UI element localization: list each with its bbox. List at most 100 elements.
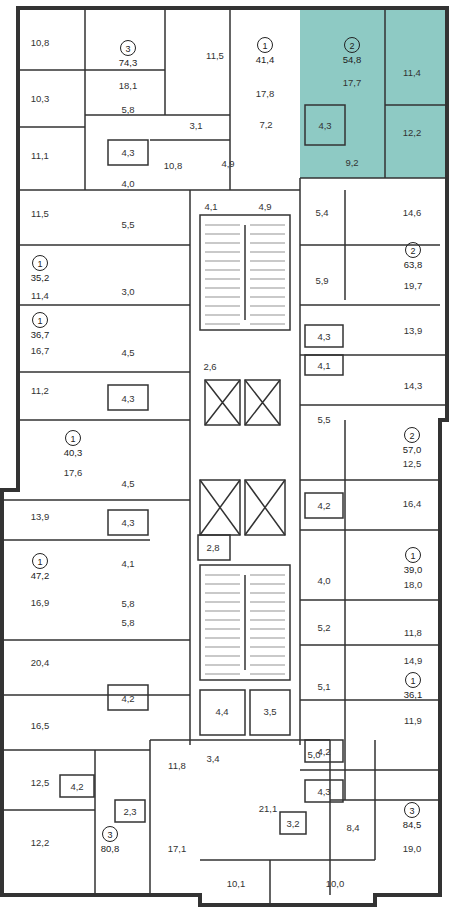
room-count: 1 <box>32 553 48 569</box>
apartment-marker: 140,3 <box>51 430 95 458</box>
room-count: 1 <box>32 312 48 328</box>
room-area: 5,2 <box>317 622 330 633</box>
room-area: 5,8 <box>121 598 134 609</box>
apartment-marker: 374,3 <box>106 40 150 68</box>
room-count: 1 <box>405 672 421 688</box>
room-area: 4,3 <box>121 393 134 404</box>
room-area: 19,7 <box>404 280 423 291</box>
apartment-marker: 254,8 <box>330 37 374 65</box>
room-area: 11,5 <box>206 50 224 61</box>
apartment-area: 57,0 <box>390 444 434 455</box>
room-area: 8,4 <box>346 822 359 833</box>
room-area: 4,2 <box>317 746 330 757</box>
apartment-area: 41,4 <box>243 54 287 65</box>
room-area: 4,0 <box>317 575 330 586</box>
room-area: 11,8 <box>404 627 422 638</box>
room-area: 16,9 <box>31 597 50 608</box>
room-area: 5,9 <box>315 275 328 286</box>
apartment-area: 74,3 <box>106 57 150 68</box>
apartment-marker: 136,7 <box>18 312 62 340</box>
room-area: 10,8 <box>164 160 183 171</box>
apartment-area: 36,1 <box>391 689 435 700</box>
room-area: 18,0 <box>404 579 423 590</box>
room-area: 4,0 <box>121 178 134 189</box>
room-area: 5,8 <box>121 104 134 115</box>
room-area: 3,2 <box>286 818 299 829</box>
room-area: 4,5 <box>121 347 134 358</box>
room-area: 4,1 <box>317 360 330 371</box>
room-area: 16,5 <box>31 720 50 731</box>
room-area: 11,4 <box>403 67 421 78</box>
room-area: 4,3 <box>317 786 330 797</box>
room-area: 9,2 <box>345 157 358 168</box>
room-count: 1 <box>32 255 48 271</box>
room-area: 5,5 <box>317 414 330 425</box>
room-area: 12,2 <box>31 837 50 848</box>
room-area: 5,8 <box>121 617 134 628</box>
room-area: 11,9 <box>404 715 422 726</box>
room-area: 4,9 <box>258 201 271 212</box>
room-area: 4,1 <box>121 558 134 569</box>
room-area: 4,3 <box>121 517 134 528</box>
apartment-marker: 147,2 <box>18 553 62 581</box>
room-area: 7,2 <box>259 119 272 130</box>
room-area: 17,8 <box>256 88 275 99</box>
room-area: 5,5 <box>121 219 134 230</box>
room-area: 17,6 <box>64 467 83 478</box>
room-area: 10,8 <box>31 37 50 48</box>
room-area: 10,0 <box>326 878 345 889</box>
apartment-marker: 257,0 <box>390 427 434 455</box>
room-area: 14,6 <box>403 207 422 218</box>
room-area: 4,3 <box>121 147 134 158</box>
room-area: 11,1 <box>31 150 49 161</box>
apartment-area: 36,7 <box>18 329 62 340</box>
apartment-area: 39,0 <box>391 564 435 575</box>
apartment-marker: 263,8 <box>391 242 435 270</box>
room-count: 3 <box>404 802 420 818</box>
room-count: 1 <box>405 547 421 563</box>
highlight-apartment <box>300 8 447 178</box>
room-area: 14,3 <box>404 380 423 391</box>
room-area: 12,5 <box>403 458 422 469</box>
apartment-area: 63,8 <box>391 259 435 270</box>
apartment-marker: 380,8 <box>88 826 132 854</box>
room-area: 3,1 <box>189 120 202 131</box>
room-area: 5,1 <box>317 681 330 692</box>
room-count: 2 <box>404 427 420 443</box>
room-area: 11,2 <box>31 385 49 396</box>
room-count: 1 <box>257 37 273 53</box>
room-area: 12,5 <box>31 777 50 788</box>
room-area: 2,3 <box>123 806 136 817</box>
room-count: 2 <box>405 242 421 258</box>
room-area: 19,0 <box>403 843 422 854</box>
room-area: 11,8 <box>168 760 186 771</box>
apartment-area: 40,3 <box>51 447 95 458</box>
apartment-area: 84,5 <box>390 819 434 830</box>
room-area: 3,5 <box>263 706 276 717</box>
room-area: 4,3 <box>317 331 330 342</box>
room-area: 3,0 <box>121 286 134 297</box>
room-area: 3,4 <box>206 753 219 764</box>
stair-steps <box>205 225 285 674</box>
room-area: 21,1 <box>259 803 278 814</box>
room-area: 2,6 <box>203 361 216 372</box>
apartment-marker: 135,2 <box>18 255 62 283</box>
apartment-marker: 384,5 <box>390 802 434 830</box>
room-count: 2 <box>344 37 360 53</box>
room-area: 4,2 <box>70 781 83 792</box>
apartment-area: 47,2 <box>18 570 62 581</box>
apartment-area: 54,8 <box>330 54 374 65</box>
apartment-marker: 139,0 <box>391 547 435 575</box>
room-area: 20,4 <box>31 657 50 668</box>
room-area: 17,7 <box>343 77 362 88</box>
room-count: 1 <box>65 430 81 446</box>
room-area: 4,4 <box>215 706 228 717</box>
room-area: 14,9 <box>404 655 423 666</box>
room-area: 10,1 <box>227 878 246 889</box>
apartment-area: 80,8 <box>88 843 132 854</box>
room-count: 3 <box>120 40 136 56</box>
room-area: 2,8 <box>206 542 219 553</box>
room-area: 16,4 <box>403 498 422 509</box>
walls <box>2 8 447 905</box>
room-area: 11,5 <box>31 208 49 219</box>
